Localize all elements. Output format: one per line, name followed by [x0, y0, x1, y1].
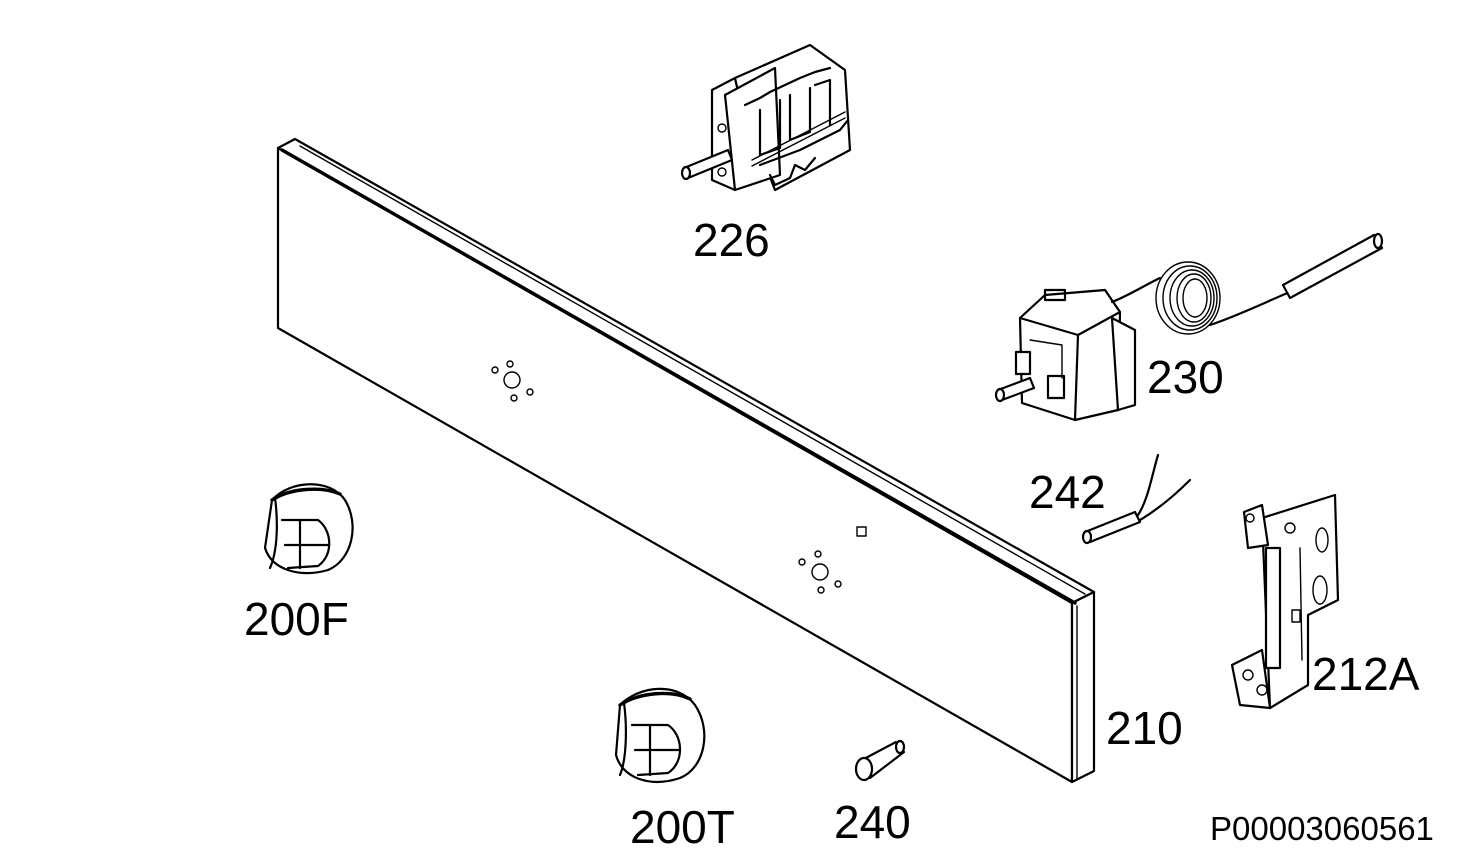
knob-hole-right	[798, 550, 842, 594]
thermostat-part[interactable]	[994, 232, 1384, 422]
label-242: 242	[1029, 466, 1106, 518]
label-200t: 200T	[630, 801, 735, 853]
label-240: 240	[834, 796, 911, 848]
knob-hole-left	[491, 360, 534, 402]
knob-200f-part[interactable]	[263, 483, 354, 575]
knob-200t-part[interactable]	[614, 687, 706, 783]
label-200f: 200F	[244, 593, 349, 645]
drawing-number: P00003060561	[1210, 810, 1434, 847]
label-210: 210	[1106, 702, 1183, 754]
bracket-part[interactable]	[1230, 493, 1340, 710]
label-226: 226	[693, 214, 770, 266]
temperature-sensor-part[interactable]	[1081, 453, 1192, 545]
lamp-hole	[856, 526, 867, 537]
selector-switch-part[interactable]	[680, 43, 852, 192]
label-230: 230	[1147, 351, 1224, 403]
indicator-lamp-part[interactable]	[854, 739, 906, 782]
label-212a: 212A	[1312, 648, 1420, 700]
control-panel-part[interactable]	[276, 137, 1096, 784]
